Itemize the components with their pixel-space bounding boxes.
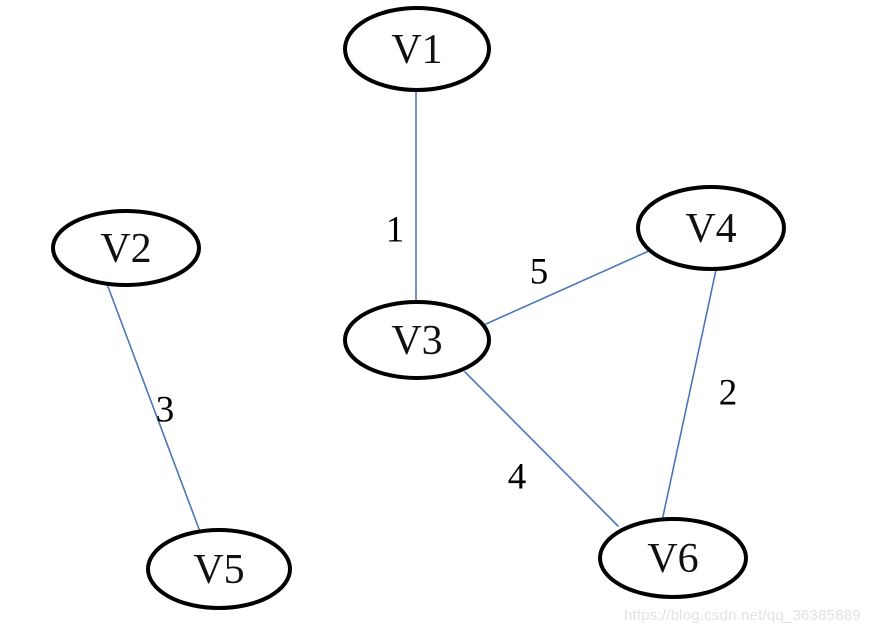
watermark-text: https://blog.csdn.net/qq_36385889	[624, 607, 861, 624]
node-v4-label: V4	[685, 206, 736, 252]
node-v3-label: V3	[391, 318, 442, 364]
edge-v2-v5	[106, 283, 200, 530]
node-v1-label: V1	[391, 27, 442, 73]
edge-v4-v6	[661, 269, 717, 522]
node-v4-ellipse	[636, 185, 786, 271]
node-v2-label: V2	[100, 226, 151, 272]
node-v6-label: V6	[647, 536, 698, 582]
edge-weight-v4-v6: 2	[719, 373, 738, 414]
edge-weight-group: 1 3 5 4 2	[156, 210, 738, 498]
node-v5-ellipse	[146, 528, 292, 610]
node-v1-ellipse	[343, 6, 491, 92]
node-v6[interactable]: V6	[598, 517, 748, 599]
node-v3-ellipse	[343, 300, 491, 380]
node-v2-ellipse	[51, 209, 201, 287]
edge-weight-v2-v5: 3	[156, 390, 175, 431]
node-v2[interactable]: V2	[51, 209, 201, 287]
node-v3[interactable]: V3	[343, 300, 491, 380]
node-v1[interactable]: V1	[343, 6, 491, 92]
edge-weight-v3-v4: 5	[530, 252, 549, 293]
edge-v3-v6	[464, 371, 619, 527]
node-group: V1 V2 V3 V4 V5 V6	[51, 6, 786, 610]
node-v6-ellipse	[598, 517, 748, 599]
node-v4[interactable]: V4	[636, 185, 786, 271]
edge-weight-v1-v3: 1	[386, 210, 405, 251]
edge-v3-v4	[485, 249, 652, 325]
edge-group	[106, 90, 717, 530]
edge-weight-v3-v6: 4	[508, 457, 527, 498]
node-v5-label: V5	[193, 547, 244, 593]
node-v5[interactable]: V5	[146, 528, 292, 610]
